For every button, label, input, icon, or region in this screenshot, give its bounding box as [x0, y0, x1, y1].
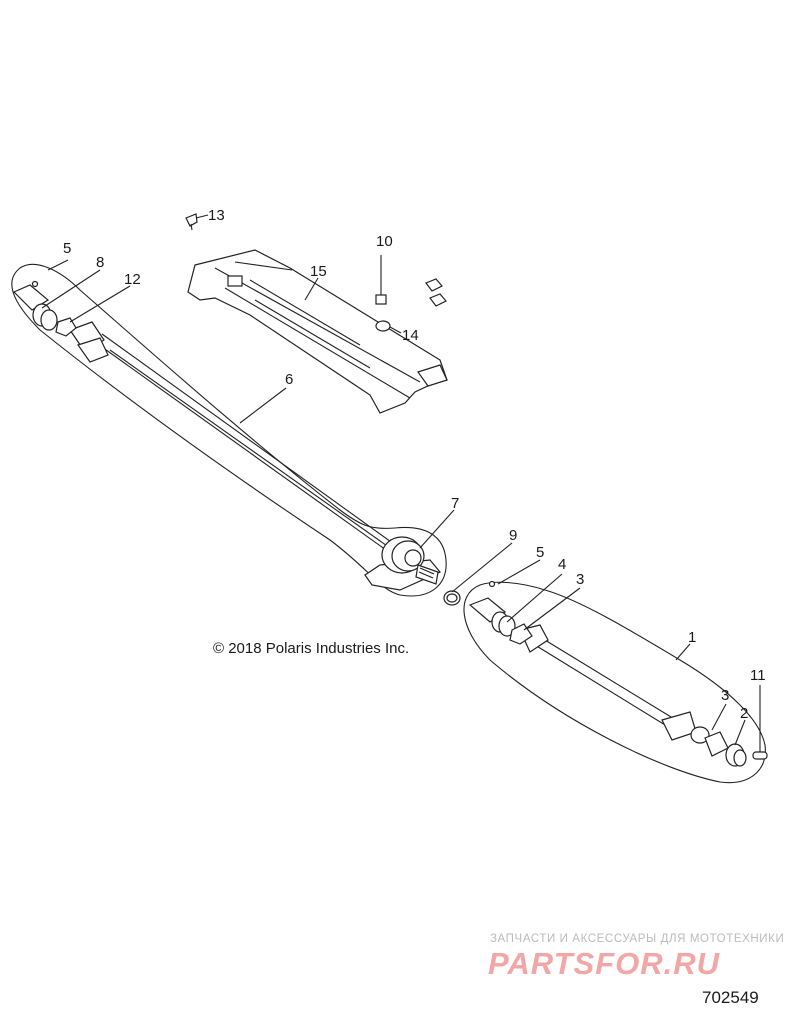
watermark-logo: PARTSFOR.RU	[488, 946, 721, 981]
callout-4: 4	[558, 556, 566, 573]
callout-3-lower: 3	[721, 687, 729, 704]
callout-15: 15	[310, 263, 327, 280]
callout-6: 6	[285, 371, 293, 388]
callout-1: 1	[688, 629, 696, 646]
callout-9: 9	[509, 527, 517, 544]
slip-yoke-assembly	[12, 280, 77, 337]
callout-7: 7	[451, 495, 459, 512]
front-yoke-assembly	[468, 580, 533, 645]
bolt-10	[375, 255, 387, 305]
callout-5-lower: 5	[536, 544, 544, 561]
callout-13: 13	[208, 207, 225, 224]
callout-2: 2	[740, 705, 748, 722]
watermark-tagline: ЗАПЧАСТИ И АКСЕССУАРЫ ДЛЯ МОТОТЕХНИКИ	[490, 933, 785, 945]
copyright-notice: © 2018 Polaris Industries Inc.	[213, 640, 410, 657]
callout-labels: 5 8 12 13 10 15 14 6 7 9 5 4 3 1 11 3 2	[63, 207, 766, 722]
prop-shaft-front	[519, 624, 697, 741]
callout-11: 11	[750, 667, 766, 684]
callout-5-upper: 5	[63, 240, 71, 257]
callout-3-upper: 3	[576, 571, 584, 588]
drawing-number: 702549	[702, 988, 759, 1007]
callout-10: 10	[376, 233, 393, 250]
callout-14: 14	[402, 327, 419, 344]
callout-8: 8	[96, 254, 104, 271]
washer-14	[375, 320, 391, 332]
nuts	[425, 278, 447, 307]
pin-11	[752, 685, 768, 760]
carrier-bearing	[364, 536, 441, 591]
front-end-cross-and-yoke	[690, 726, 747, 767]
prop-shaft-rear	[69, 321, 406, 561]
leader-lines	[41, 214, 746, 746]
front-shaft-group-outline	[463, 581, 766, 784]
screw-13	[185, 213, 198, 231]
callout-12: 12	[124, 271, 141, 288]
driveshaft-guard	[187, 249, 448, 414]
rear-shaft-group-outline	[11, 263, 447, 597]
washer-9-inner	[446, 593, 458, 603]
